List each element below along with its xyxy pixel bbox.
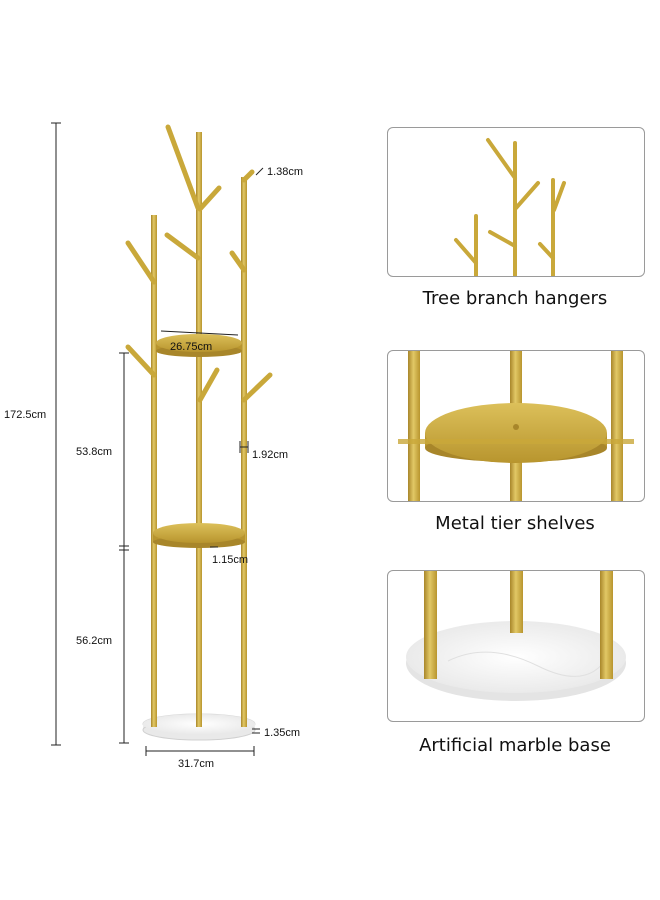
base-diameter-label: 31.7cm xyxy=(178,758,214,770)
marble-base-panel xyxy=(387,570,645,722)
top-shelf-diameter-label: 26.75cm xyxy=(170,341,212,353)
top-shelf xyxy=(156,334,242,357)
upper-section-label: 53.8cm xyxy=(76,446,112,458)
section-height-dimension xyxy=(119,352,129,744)
branch-hangers-panel xyxy=(387,127,645,277)
shelf-closeup-image xyxy=(398,351,634,501)
branch-hangers-caption: Tree branch hangers xyxy=(422,288,608,309)
shelf-thickness-label: 1.15cm xyxy=(212,554,248,566)
marble-base-caption: Artificial marble base xyxy=(419,735,611,756)
total-height-dimension xyxy=(51,122,61,746)
total-height-label: 172.5cm xyxy=(4,409,46,421)
base-closeup-image xyxy=(406,571,626,701)
lower-section-label: 56.2cm xyxy=(76,635,112,647)
pole-diameter-label: 1.92cm xyxy=(252,449,288,461)
tier-shelves-panel xyxy=(387,350,645,502)
branch-hangers xyxy=(125,124,273,403)
poles xyxy=(151,132,247,727)
base-thickness-label: 1.35cm xyxy=(264,727,300,739)
tier-shelves-caption: Metal tier shelves xyxy=(435,513,595,534)
branch-closeup-image xyxy=(454,138,566,276)
branch-diameter-label: 1.38cm xyxy=(267,166,303,178)
base-width-dimension xyxy=(145,746,255,756)
lower-shelf xyxy=(153,523,245,548)
